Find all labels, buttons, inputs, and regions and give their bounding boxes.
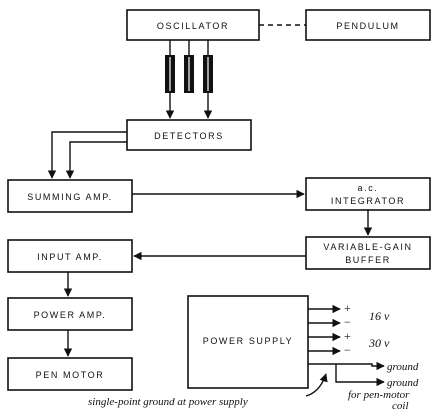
pen-motor-ground-label-2: coil — [392, 400, 409, 412]
single-point-ground-annotation: single-point ground at power supply — [88, 396, 248, 408]
power-output-terminals: + − 16 v + − 30 v — [308, 301, 390, 357]
pen-motor-block: PEN MOTOR — [7, 357, 133, 391]
plus-30v-sign: + — [344, 329, 351, 343]
oscillator-detector-cables — [165, 40, 213, 119]
detectors-label: DETECTORS — [154, 131, 224, 141]
oscillator-block: OSCILLATOR — [126, 9, 260, 41]
power-amp-block: POWER AMP. — [7, 297, 133, 331]
detectors-summing-connections — [47, 131, 127, 179]
integrator-label-2: INTEGRATOR — [331, 196, 405, 206]
oscillator-label: OSCILLATOR — [157, 21, 229, 31]
buffer-label-1: VARIABLE-GAIN — [323, 242, 412, 252]
summing-amp-label: SUMMING AMP. — [27, 192, 113, 202]
variable-gain-buffer-block: VARIABLE-GAIN BUFFER — [305, 236, 431, 270]
ground-label-1: ground — [387, 361, 419, 373]
ground-outputs: ground ground for pen-motor coil — [308, 361, 419, 412]
input-amp-label: INPUT AMP. — [37, 252, 103, 262]
single-point-ground-pointer — [305, 373, 328, 397]
integrator-block: a.c. INTEGRATOR — [305, 177, 431, 211]
pendulum-block: PENDULUM — [305, 9, 431, 41]
voltage-16v-label: 16 v — [369, 309, 390, 323]
minus-30v-sign: − — [344, 343, 351, 357]
pendulum-label: PENDULUM — [336, 21, 399, 31]
plus-16v-sign: + — [344, 301, 351, 315]
power-amp-label: POWER AMP. — [34, 310, 107, 320]
power-supply-label: POWER SUPPLY — [203, 336, 294, 346]
pen-motor-label: PEN MOTOR — [36, 370, 105, 380]
detectors-block: DETECTORS — [126, 119, 252, 151]
ground-label-2: ground — [387, 377, 419, 389]
buffer-label-2: BUFFER — [345, 255, 391, 265]
pen-motor-ground-label-1: for pen-motor — [348, 389, 410, 401]
input-amp-block: INPUT AMP. — [7, 239, 133, 273]
integrator-label-1: a.c. — [358, 183, 379, 193]
power-supply-block: POWER SUPPLY — [187, 295, 309, 389]
summing-amp-block: SUMMING AMP. — [7, 179, 133, 213]
minus-16v-sign: − — [344, 315, 351, 329]
voltage-30v-label: 30 v — [368, 336, 390, 350]
